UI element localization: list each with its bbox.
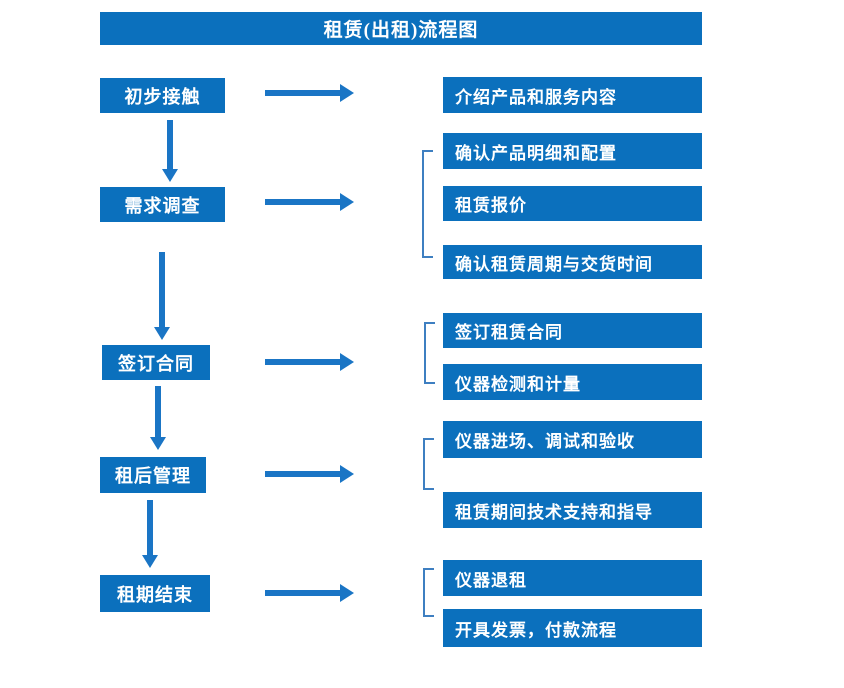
step-sign-contract: 签订合同: [102, 345, 210, 380]
down-arrow-icon: [142, 500, 158, 568]
group-bracket: [424, 322, 435, 384]
detail-instrument-return: 仪器退租: [443, 560, 702, 596]
step-initial-contact: 初步接触: [100, 78, 225, 113]
group-bracket: [423, 438, 434, 490]
step-demand-survey: 需求调查: [100, 187, 225, 222]
detail-tech-support: 租赁期间技术支持和指导: [443, 492, 702, 528]
detail-introduce-products: 介绍产品和服务内容: [443, 77, 702, 113]
right-arrow-icon: [265, 84, 354, 102]
detail-confirm-product-config: 确认产品明细和配置: [443, 133, 702, 169]
right-arrow-icon: [265, 465, 354, 483]
detail-instrument-testing: 仪器检测和计量: [443, 364, 702, 400]
down-arrow-icon: [162, 120, 178, 182]
group-bracket: [423, 568, 434, 617]
detail-confirm-period-delivery: 确认租赁周期与交货时间: [443, 245, 702, 279]
flowchart-title: 租赁(出租)流程图: [100, 12, 702, 45]
right-arrow-icon: [265, 584, 354, 602]
detail-invoice-payment: 开具发票，付款流程: [443, 609, 702, 647]
right-arrow-icon: [265, 193, 354, 211]
detail-sign-rental-contract: 签订租赁合同: [443, 313, 702, 348]
down-arrow-icon: [150, 386, 166, 450]
detail-instrument-setup-acceptance: 仪器进场、调试和验收: [443, 421, 702, 458]
step-post-rental-management: 租后管理: [100, 457, 206, 493]
right-arrow-icon: [265, 353, 354, 371]
down-arrow-icon: [154, 252, 170, 340]
group-bracket: [422, 150, 433, 258]
step-rental-end: 租期结束: [100, 575, 210, 612]
detail-rental-quote: 租赁报价: [443, 186, 702, 221]
